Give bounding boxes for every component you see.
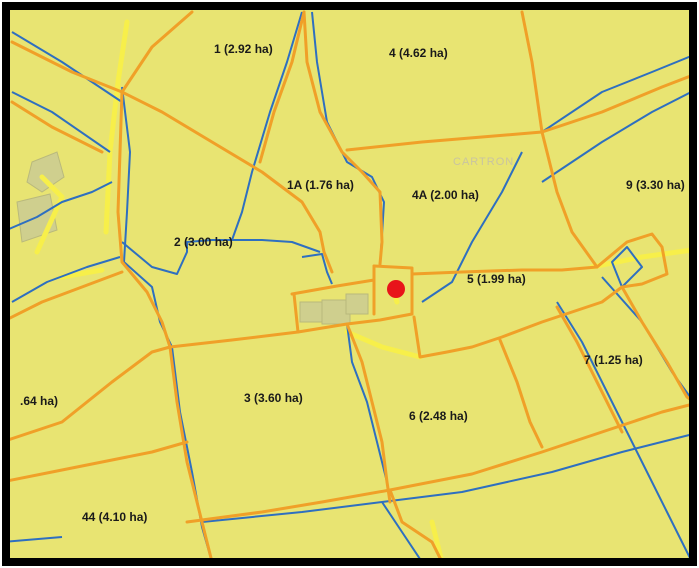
plot-label-44[interactable]: 44 (4.10 ha) — [82, 510, 148, 524]
plot-label-2[interactable]: 2 (3.00 ha) — [174, 235, 233, 249]
plot-label-8-partial[interactable]: 8 — [696, 332, 697, 344]
plot-label-1a[interactable]: 1A (1.76 ha) — [287, 178, 354, 192]
plot-label-9[interactable]: 9 (3.30 ha) — [626, 178, 685, 192]
place-name-cartron: CARTRON — [453, 156, 515, 168]
plot-label-6[interactable]: 6 (2.48 ha) — [409, 409, 468, 423]
plot-label-1[interactable]: 1 (2.92 ha) — [214, 42, 273, 56]
orange-boundaries — [10, 10, 689, 558]
plot-label-5[interactable]: 5 (1.99 ha) — [467, 272, 526, 286]
plot-label-4[interactable]: 4 (4.62 ha) — [389, 46, 448, 60]
plot-label-partial-left[interactable]: .64 ha) — [20, 394, 59, 408]
plot-label-3[interactable]: 3 (3.60 ha) — [244, 391, 303, 405]
site-marker — [387, 280, 405, 298]
plot-label-4a[interactable]: 4A (2.00 ha) — [412, 188, 479, 202]
plot-label-7[interactable]: 7 (1.25 ha) — [584, 353, 643, 367]
